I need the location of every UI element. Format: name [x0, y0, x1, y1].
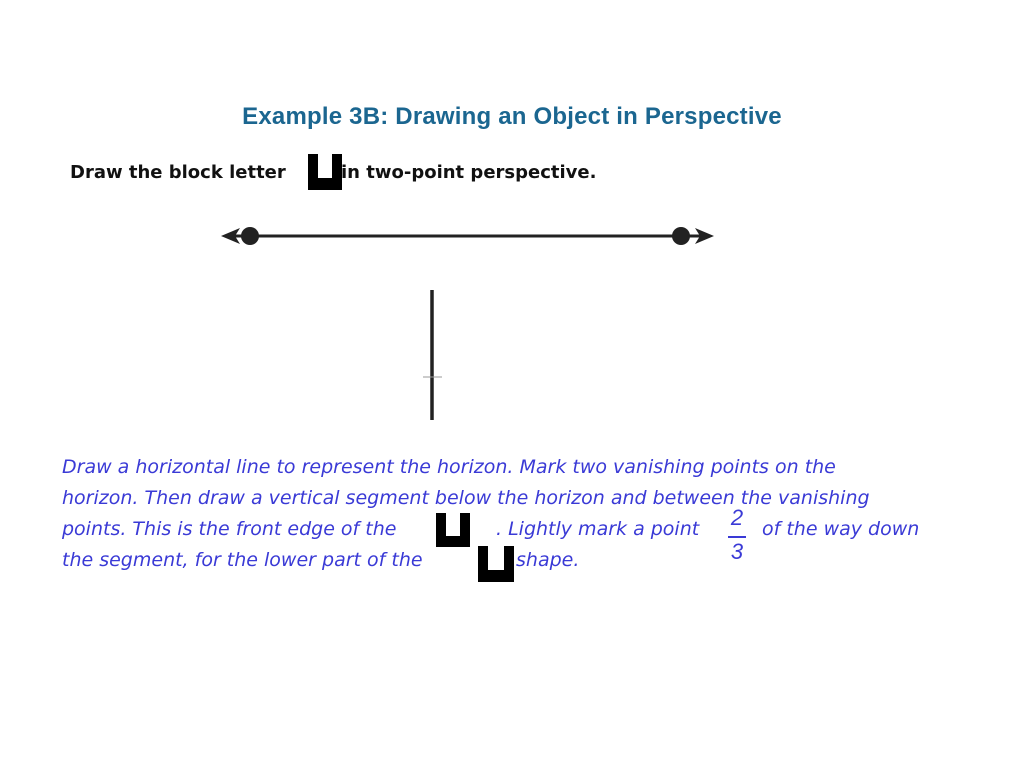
fraction-bar — [728, 536, 746, 538]
block-letter-u-icon — [478, 546, 514, 582]
explanation-line-3c: of the way down — [762, 518, 920, 540]
fraction-denominator: 3 — [730, 539, 744, 564]
right-vanishing-point-dot-icon — [672, 227, 690, 245]
explanation-line-4a: the segment, for the lower part of the — [62, 549, 423, 571]
instruction-line: Draw the block letter in two-point persp… — [70, 162, 596, 183]
slide-title: Example 3B: Drawing an Object in Perspec… — [242, 103, 782, 130]
instruction-text-before: Draw the block letter — [70, 162, 286, 183]
block-letter-u-icon — [308, 154, 342, 190]
explanation-line-2: horizon. Then draw a vertical segment be… — [62, 487, 870, 509]
explanation-line-4b: shape. — [516, 549, 580, 571]
explanation-line-3a: points. This is the front edge of the — [62, 518, 397, 540]
right-arrowhead-icon — [695, 228, 714, 244]
block-letter-u-icon — [436, 513, 470, 547]
left-arrowhead-icon — [221, 228, 240, 244]
fraction-numerator: 2 — [730, 505, 744, 530]
instruction-text-after: in two-point perspective. — [341, 162, 597, 183]
explanation-line-1: Draw a horizontal line to represent the … — [62, 456, 836, 478]
explanation-line-3b: . Lightly mark a point — [496, 518, 700, 540]
left-vanishing-point-dot-icon — [241, 227, 259, 245]
